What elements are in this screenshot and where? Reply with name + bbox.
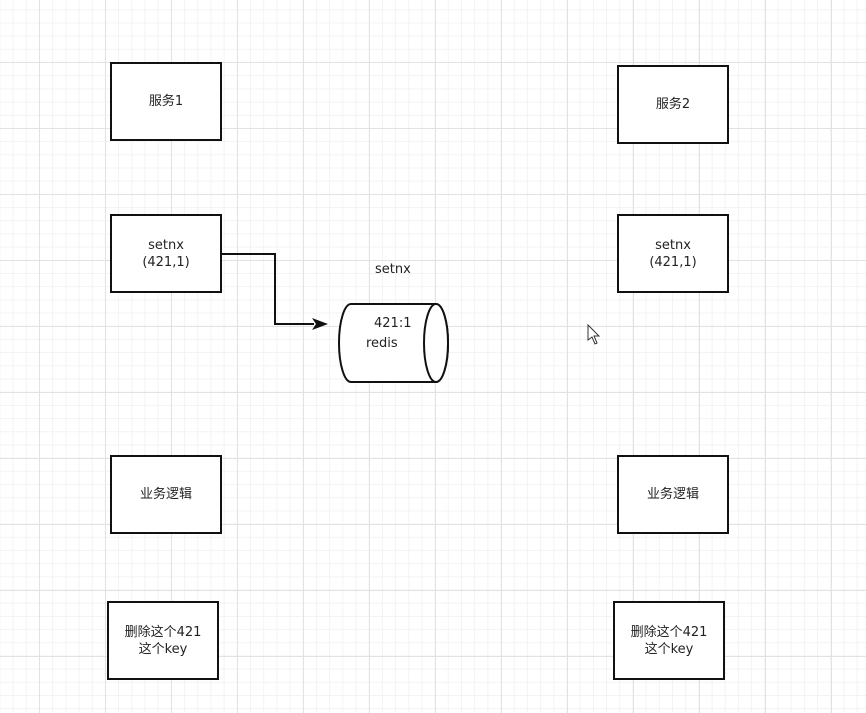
edge-label-setnx: setnx [375,262,411,277]
redis-value: 421:1 [374,316,412,331]
delete-key-right-box[interactable]: 删除这个421 这个key [613,601,725,680]
business-logic-right-box[interactable]: 业务逻辑 [617,455,729,534]
arrowhead [312,318,328,330]
redis-cylinder [338,303,449,383]
service-1-box[interactable]: 服务1 [110,62,222,141]
delete-key-left-box[interactable]: 删除这个421 这个key [107,601,219,680]
setnx-arrow [222,253,314,325]
setnx-right-box[interactable]: setnx (421,1) [617,214,729,293]
business-logic-left-box[interactable]: 业务逻辑 [110,455,222,534]
redis-label: redis [366,336,398,351]
service-2-box[interactable]: 服务2 [617,65,729,144]
setnx-left-box[interactable]: setnx (421,1) [110,214,222,293]
mouse-cursor-icon [587,323,601,345]
